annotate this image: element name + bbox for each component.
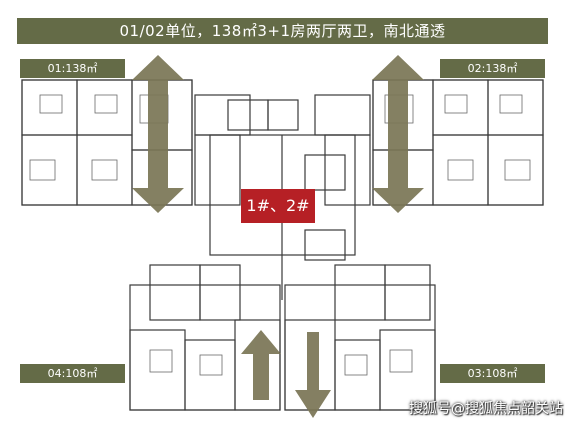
unit-01-area-label: 01:138㎡ — [20, 59, 125, 78]
watermark: 搜狐号@搜狐焦点韶关站 — [409, 401, 563, 417]
floor-plan-walls — [21, 79, 544, 411]
unit-03-area-label: 03:108㎡ — [440, 364, 545, 383]
page-title: 01/02单位，138㎡3+1房两厅两卫，南北通透 — [17, 18, 548, 44]
arrow-unit-01 — [132, 55, 184, 213]
unit-04-area-label: 04:108㎡ — [20, 364, 125, 383]
ventilation-arrows — [132, 55, 424, 418]
arrow-unit-04 — [241, 330, 281, 400]
building-number-badge: 1#、2# — [241, 189, 315, 223]
unit-02-area-label: 02:138㎡ — [440, 59, 545, 78]
arrow-unit-03 — [295, 332, 331, 418]
furniture-marks — [29, 94, 531, 376]
arrow-unit-02 — [372, 55, 424, 213]
